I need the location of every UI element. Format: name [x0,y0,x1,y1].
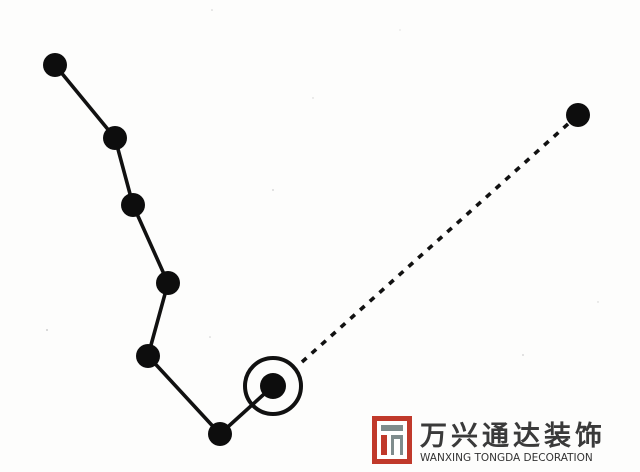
dotted-path [300,113,580,364]
node-4 [156,271,180,295]
current-node [260,373,286,399]
node-6 [208,422,232,446]
watermark: 万兴通达装饰 WANXING TONGDA DECORATION [372,414,634,468]
watermark-text-cn: 万兴通达装饰 [420,421,606,452]
current-node-ring [243,356,303,416]
node-1 [43,53,67,77]
path-nodes [43,53,590,446]
current-node-marker [243,356,303,416]
node-end-dotted [566,103,590,127]
node-5 [136,344,160,368]
watermark-logo [372,416,412,464]
paper-specks [46,9,599,356]
node-3 [121,193,145,217]
solid-path [53,63,275,436]
node-2 [103,126,127,150]
watermark-text-en: WANXING TONGDA DECORATION [420,452,593,464]
